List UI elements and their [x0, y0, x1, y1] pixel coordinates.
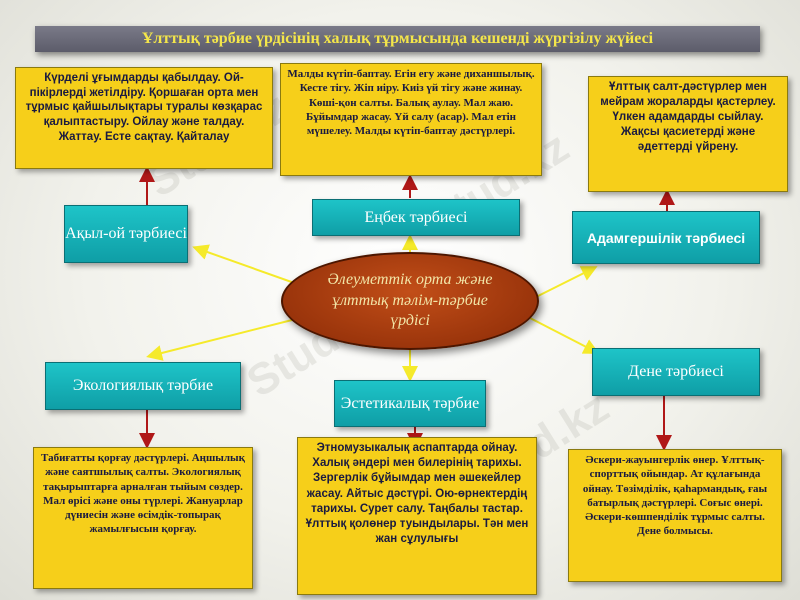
akyl-label-box: Ақыл-ой тәрбиесі [64, 205, 188, 263]
slide-title: Ұлттық тәрбие үрдісінің халық тұрмысында… [35, 26, 760, 52]
estetika-details-box: Этномузыкалық аспаптарда ойнау. Халық ән… [297, 437, 537, 595]
dene-details-box: Әскери-жауынгерлік өнер. Ұлттық-спорттық… [568, 449, 782, 582]
ekologia-details-box: Табиғатты қорғау дәстүрлері. Аңшылық жән… [33, 447, 253, 589]
estetika-label-box: Эстетикалық тәрбие [334, 380, 486, 427]
enbek-label-box: Еңбек тәрбиесі [312, 199, 520, 236]
dene-label-box: Дене тәрбиесі [592, 348, 760, 396]
arrow-to-akyl [192, 244, 301, 286]
arrow-to-adamgershilik [529, 266, 598, 301]
arrow-to-dene [529, 317, 600, 354]
adamgershilik-details-box: Ұлттық салт-дәстүрлер мен мейрам жоралар… [588, 76, 788, 192]
adamgershilik-label-box: Адамгершілік тәрбиесі [572, 211, 760, 264]
center-ellipse: Әлеуметтік орта және ұлттық тәлім-тәрбие… [281, 252, 539, 350]
arrow-to-ekologia [146, 317, 301, 361]
enbek-details-box: Малды күтіп-баптау. Егін егу және диханш… [280, 63, 542, 176]
ekologia-label-box: Экологиялық тәрбие [45, 362, 241, 410]
akyl-details-box: Күрделі ұғымдарды қабылдау. Ой-пікірлерд… [15, 67, 273, 169]
